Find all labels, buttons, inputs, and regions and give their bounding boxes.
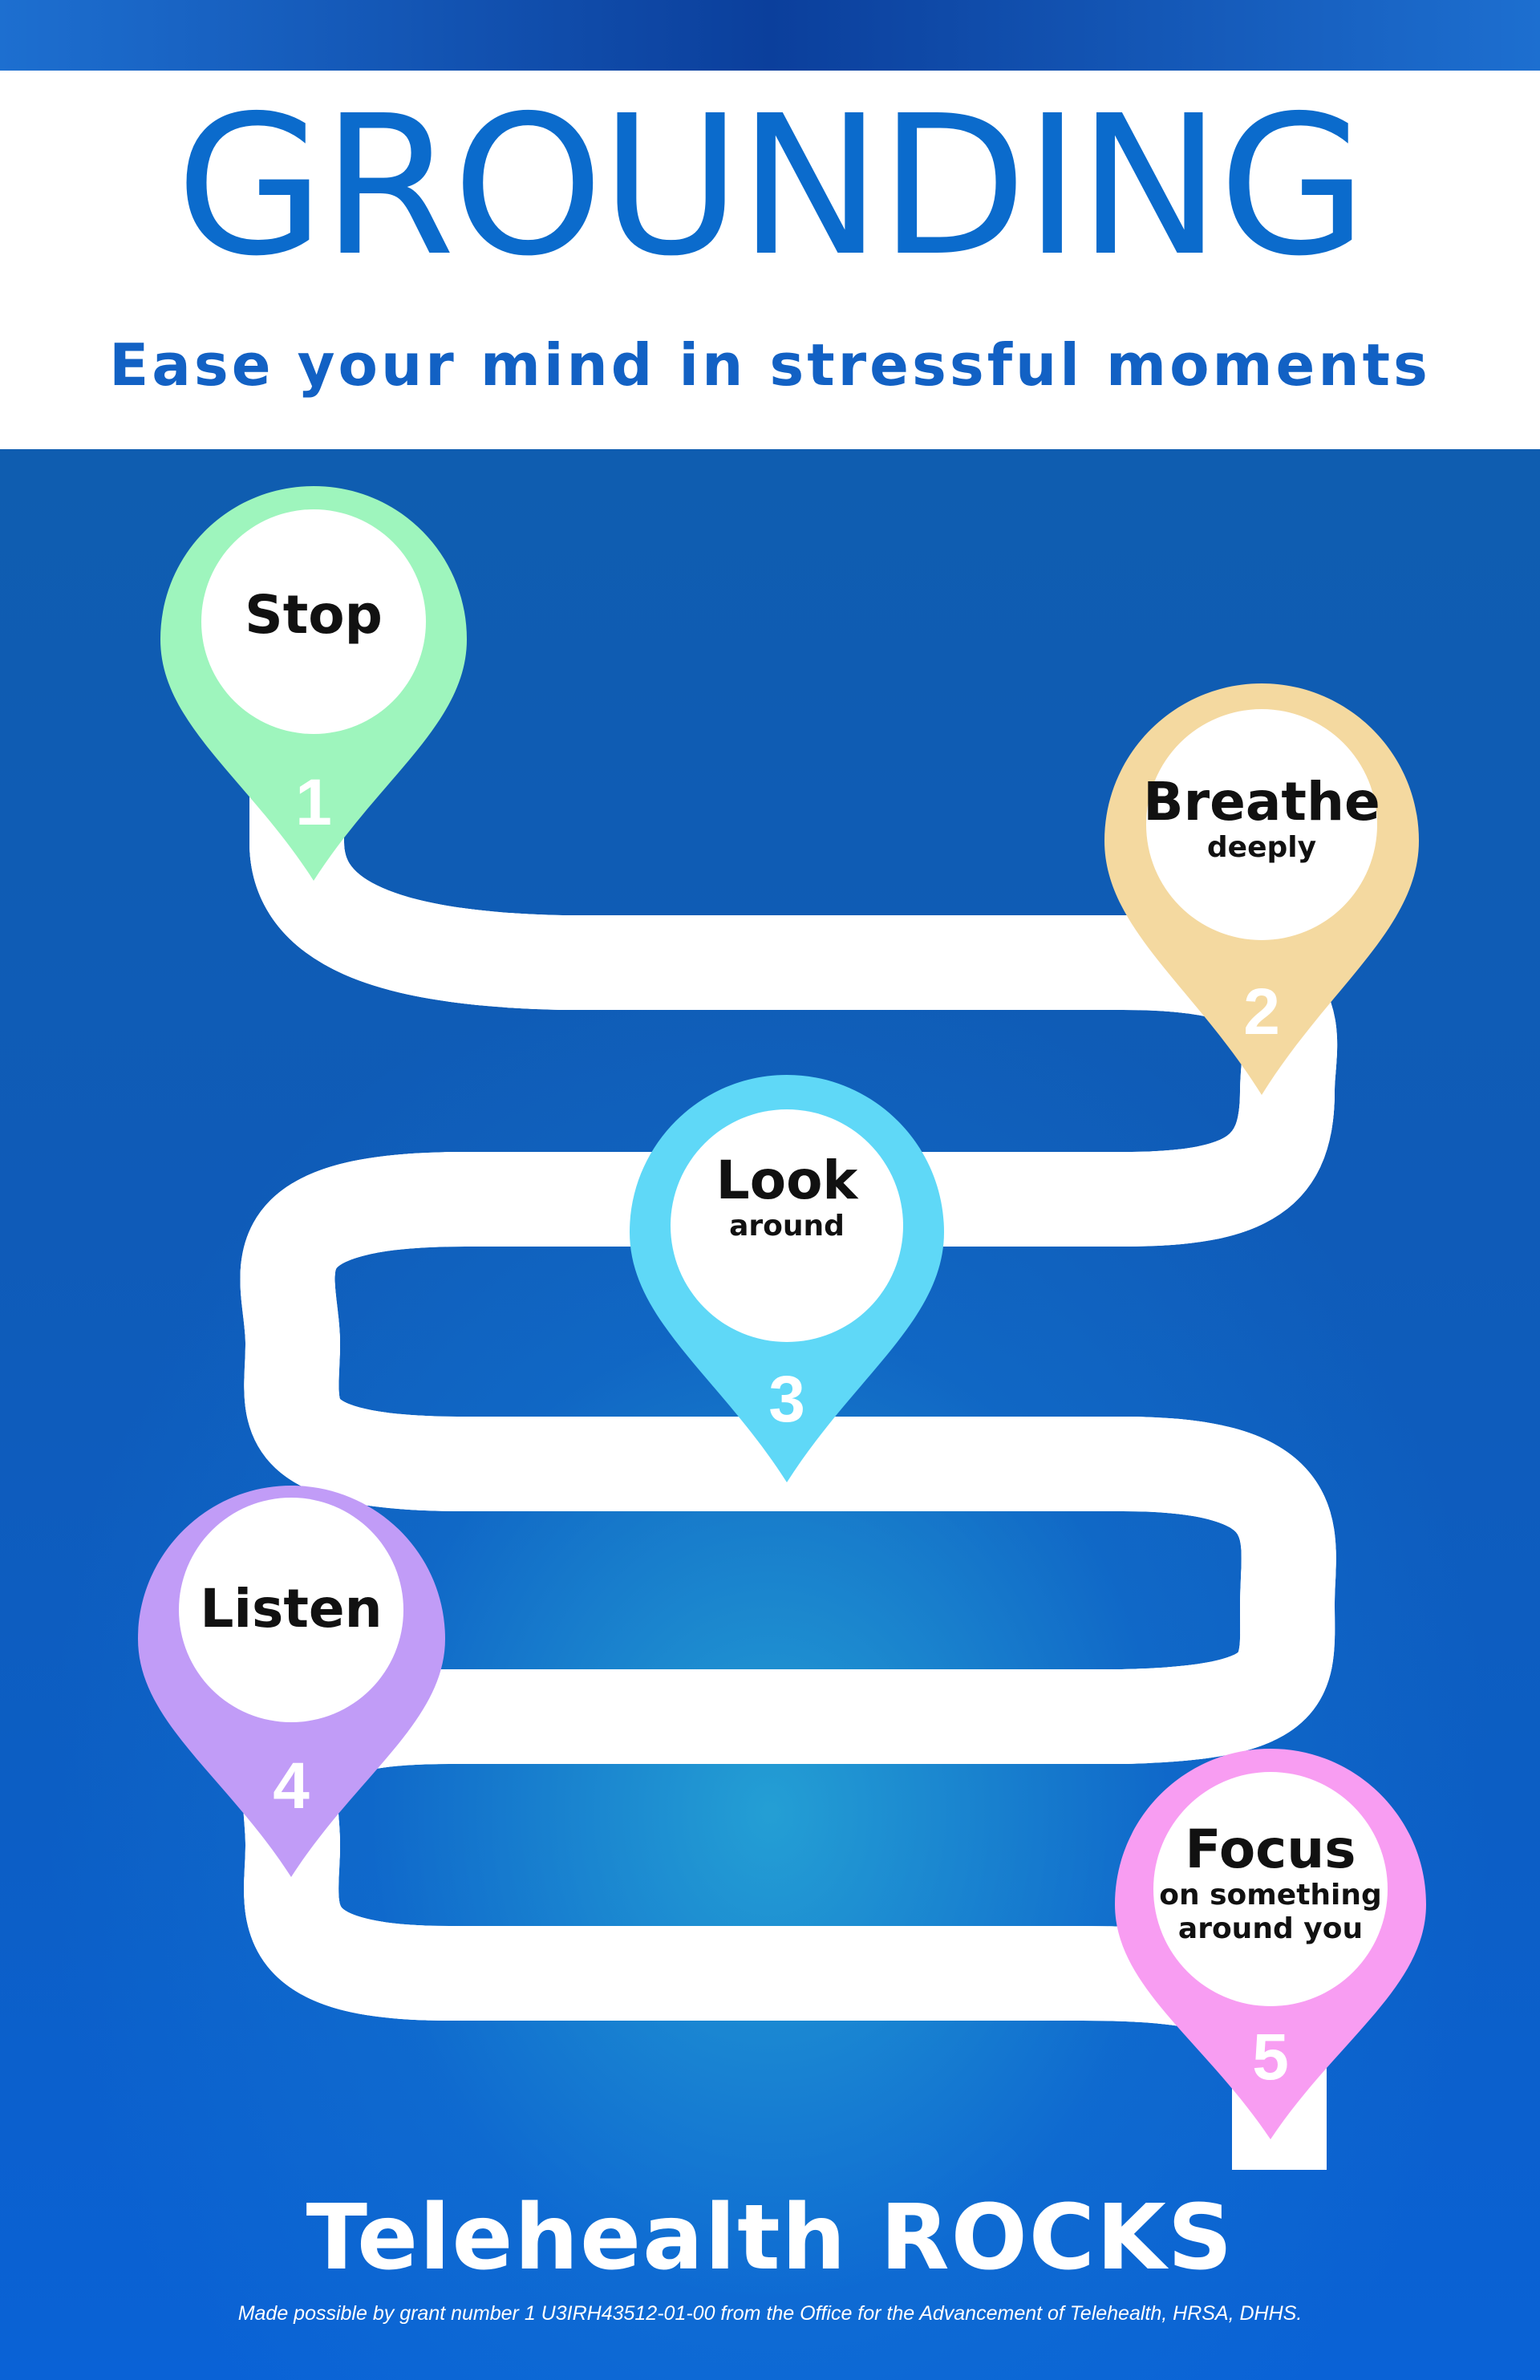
grant-credit: Made possible by grant number 1 U3IRH435…	[237, 2302, 1303, 2325]
step-5-number: 5	[1252, 2021, 1289, 2094]
step-5-title: Focus	[1185, 1818, 1356, 1880]
step-2-title: Breathe	[1143, 771, 1380, 833]
step-2-detail: deeply	[1206, 831, 1317, 864]
brand-name: Telehealth ROCKS	[306, 2186, 1234, 2290]
map-pin-icon	[138, 1486, 445, 1877]
page-subtitle: Ease your mind in stressful moments	[109, 331, 1431, 399]
step-5-detail: on something around you	[1159, 1879, 1382, 1945]
step-2-pin: Breathe deeply 2	[1104, 683, 1419, 1095]
step-3-number: 3	[768, 1363, 805, 1436]
map-pin-icon	[630, 1075, 944, 1482]
step-1-number: 1	[295, 766, 332, 839]
page-title: GROUNDING	[176, 74, 1368, 298]
step-1-pin: Stop 1	[160, 486, 467, 881]
step-2-number: 2	[1243, 975, 1280, 1048]
header-panel	[0, 71, 1540, 449]
map-pin-icon	[1115, 1749, 1426, 2139]
step-4-pin: Listen 4	[138, 1486, 445, 1877]
step-3-detail: around	[729, 1210, 845, 1243]
step-3-title: Look	[715, 1149, 858, 1211]
step-5-pin: Focus on something around you 5	[1115, 1749, 1426, 2139]
top-band	[0, 0, 1540, 71]
step-4-title: Listen	[200, 1578, 383, 1640]
map-pin-icon	[1104, 683, 1419, 1095]
step-1-title: Stop	[245, 584, 383, 646]
map-pin-icon	[160, 486, 467, 881]
step-3-pin: Look around 3	[630, 1075, 944, 1482]
step-4-number: 4	[273, 1750, 310, 1823]
